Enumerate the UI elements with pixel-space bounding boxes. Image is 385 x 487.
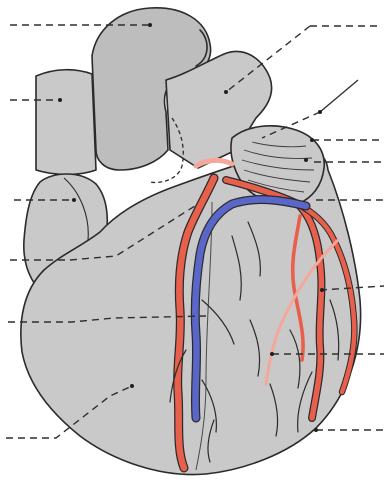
superior-vena-cava <box>36 70 96 175</box>
leader-dot <box>314 428 318 432</box>
leader-left-pulmonary <box>320 80 358 112</box>
leader-dot <box>320 288 324 292</box>
heart-body <box>21 126 361 475</box>
leader-dot <box>304 158 308 162</box>
conus-branch <box>196 160 232 166</box>
leader-dot <box>310 138 314 142</box>
leader-dot <box>318 110 322 114</box>
leader-dot <box>270 352 274 356</box>
leader-dot <box>58 98 62 102</box>
leader-dot <box>130 384 134 388</box>
leader-dot <box>72 198 76 202</box>
leader-dot <box>148 23 152 27</box>
leader-dot <box>224 90 228 94</box>
